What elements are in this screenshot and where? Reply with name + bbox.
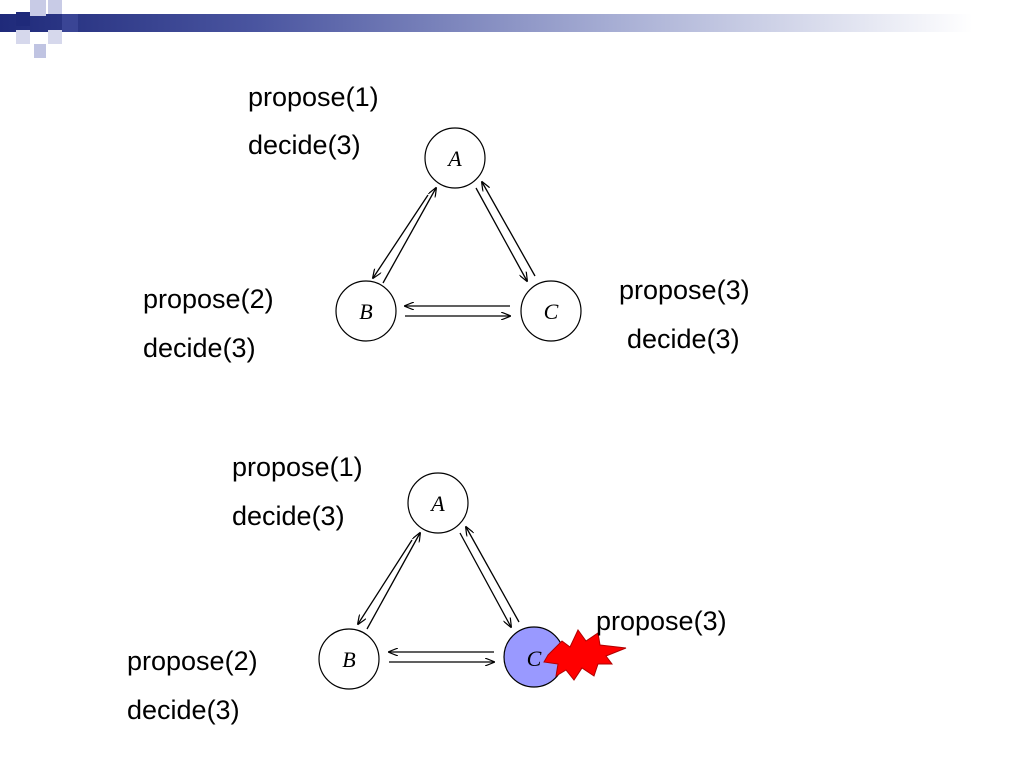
edge-a-to-c: [475, 187, 527, 281]
top-node-c-name: C: [544, 299, 559, 324]
header-square: [62, 14, 78, 32]
top-node-b-propose: propose(2): [143, 284, 274, 314]
bottom-node-c-name: C: [527, 646, 542, 671]
top-node-c: C: [520, 280, 582, 342]
bottom-node-b: B: [318, 628, 380, 690]
top-node-b: B: [335, 280, 397, 342]
bottom-node-a: A: [407, 472, 469, 534]
bottom-edges: [358, 527, 520, 662]
header-square: [16, 30, 30, 44]
header-gradient-bar: [0, 14, 1024, 32]
bottom-node-a-propose: propose(1): [232, 452, 363, 482]
top-edges: [373, 182, 536, 316]
bottom-node-c-propose: propose(3): [596, 606, 727, 636]
header-square: [34, 44, 46, 58]
top-node-a: A: [424, 127, 486, 189]
edge-a-to-b: [373, 194, 429, 278]
bottom-node-b-name: B: [342, 647, 355, 672]
header-square: [48, 0, 62, 14]
top-node-a-decide: decide(3): [248, 130, 361, 160]
header-square: [30, 0, 46, 16]
bottom-node-c-crashed: C: [503, 626, 565, 688]
edge-c-to-a: [482, 182, 536, 277]
edge-b-to-a: [382, 188, 436, 284]
top-node-b-name: B: [359, 299, 372, 324]
header-square: [48, 30, 62, 44]
top-node-c-decide: decide(3): [627, 324, 740, 354]
top-node-a-name: A: [446, 146, 462, 171]
bottom-node-a-decide: decide(3): [232, 501, 345, 531]
bottom-node-b-decide: decide(3): [127, 695, 240, 725]
edge-a-to-b: [358, 539, 413, 624]
edge-a-to-c: [459, 532, 511, 627]
edge-c-to-a: [466, 527, 520, 623]
top-node-a-propose: propose(1): [248, 82, 379, 112]
top-node-c-propose: propose(3): [619, 275, 750, 305]
bottom-node-a-name: A: [429, 491, 445, 516]
top-node-b-decide: decide(3): [143, 333, 256, 363]
header-square: [16, 12, 30, 26]
edge-b-to-a: [366, 533, 420, 630]
bottom-node-b-propose: propose(2): [127, 646, 258, 676]
crash-burst-icon: [543, 629, 627, 681]
